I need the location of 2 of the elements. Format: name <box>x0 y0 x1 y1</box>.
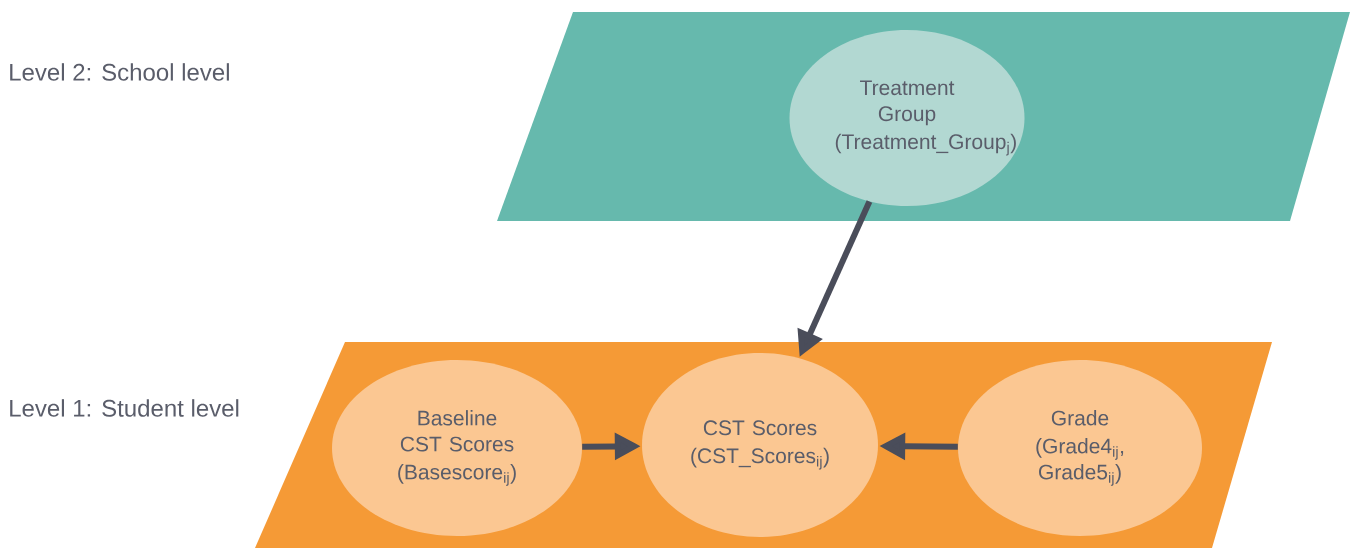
level-label: Level 2: School level <box>10 63 229 81</box>
level-label: Level 1: Student level <box>10 399 239 417</box>
